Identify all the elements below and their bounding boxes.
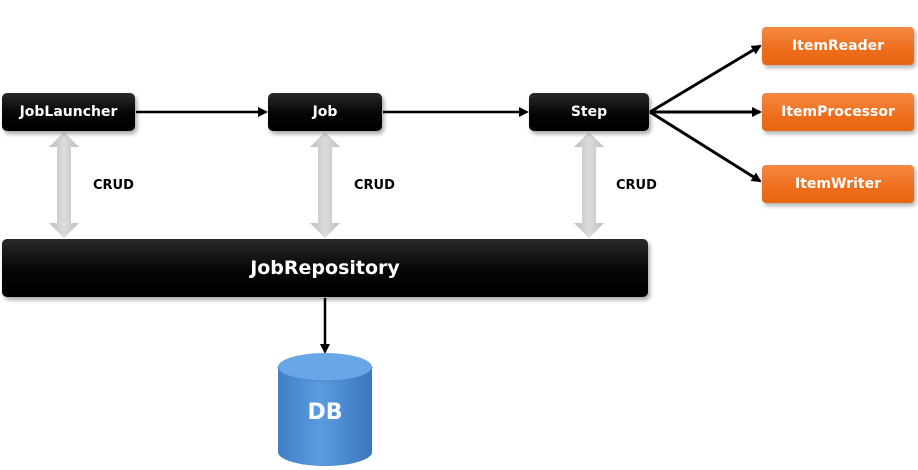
- job-repository-node: JobRepository: [2, 239, 648, 297]
- crud-arrow-step: [574, 132, 604, 238]
- crud-label-3: CRUD: [616, 178, 657, 193]
- arrow-step-to-itemreader: [649, 44, 762, 114]
- crud-label-1: CRUD: [93, 178, 134, 193]
- item-writer-node: ItemWriter: [762, 165, 914, 203]
- arrow-step-to-itemwriter: [649, 110, 762, 183]
- item-processor-node: ItemProcessor: [762, 93, 914, 131]
- db-cylinder: [277, 353, 373, 466]
- item-reader-node: ItemReader: [762, 27, 914, 65]
- db-label: DB: [307, 400, 343, 425]
- crud-label-2: CRUD: [354, 178, 395, 193]
- crud-arrow-joblauncher: [49, 132, 79, 238]
- crud-arrow-job: [310, 132, 340, 238]
- job-node: Job: [268, 93, 382, 131]
- job-launcher-node: JobLauncher: [2, 93, 135, 131]
- step-node: Step: [529, 93, 649, 131]
